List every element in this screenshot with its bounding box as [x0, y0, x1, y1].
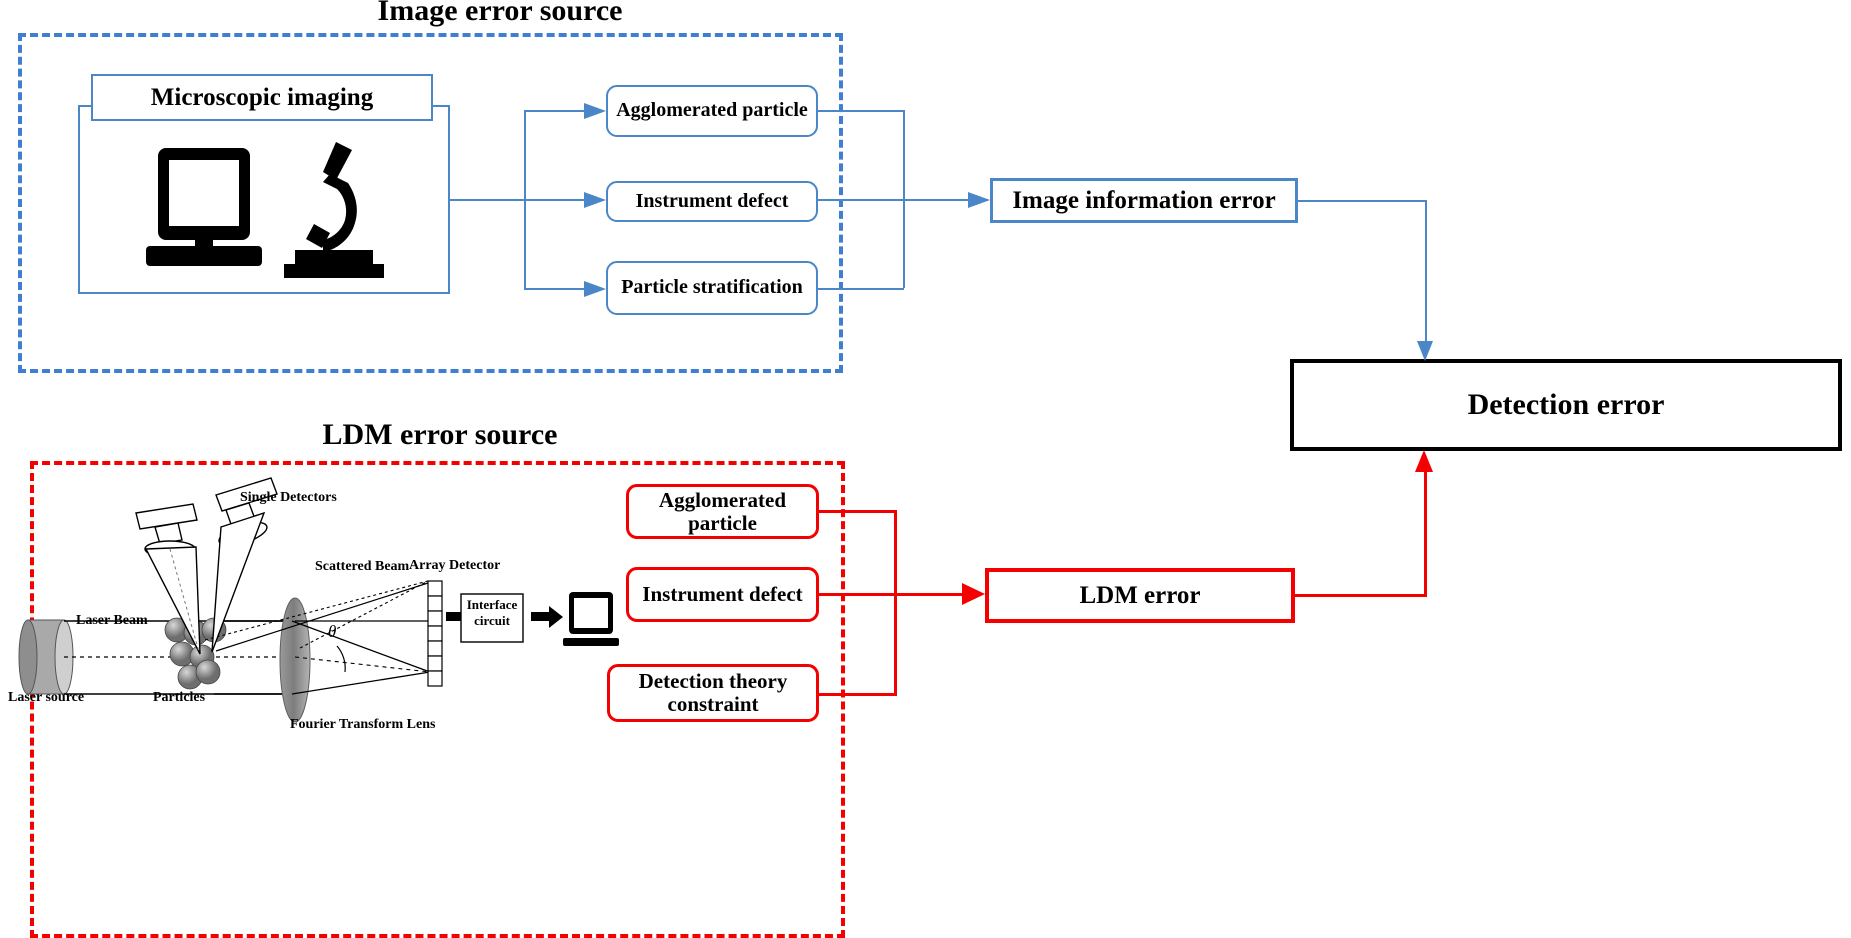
particles-label: Particles [153, 690, 206, 705]
image-error-source-container [18, 33, 843, 373]
ldm-error-to-detection-v [1424, 462, 1427, 594]
fan-branch-top [524, 110, 584, 112]
theta-angle-label: θ [328, 622, 337, 641]
microscopic-imaging-box[interactable]: Microscopic imaging [91, 74, 433, 121]
interface-circuit-label: Interface circuit [466, 597, 518, 629]
detection-error-box[interactable]: Detection error [1290, 359, 1842, 451]
ldm-merge-to-aggregate-line [819, 593, 976, 596]
image-merge-top-line [818, 110, 904, 112]
image-factor-agglomerated-particle[interactable]: Agglomerated particle [606, 85, 818, 137]
microscope-imaging-icon-group [146, 142, 384, 278]
image-merge-bottom-line [818, 288, 904, 290]
image-factor-instrument-defect[interactable]: Instrument defect [606, 181, 818, 222]
image-error-to-detection-v [1425, 200, 1427, 350]
image-merge-to-aggregate-line [818, 199, 988, 201]
single-detectors-label: Single Detectors [240, 490, 337, 505]
microscope-icon [284, 142, 384, 278]
fan-branch-bottom [524, 288, 584, 290]
fan-branch-mid [524, 199, 584, 201]
image-factor-particle-stratification[interactable]: Particle stratification [606, 261, 818, 315]
ldm-error-source-container [30, 461, 845, 938]
image-information-error-box[interactable]: Image information error [990, 178, 1298, 223]
laser-source-label: Laser source [8, 690, 85, 705]
imaging-to-fan-line [450, 199, 524, 201]
scattered-beam-label: Scattered Beam [315, 559, 410, 574]
ldm-error-box[interactable]: LDM error [985, 568, 1295, 623]
image-error-to-detection-h [1298, 200, 1427, 202]
ldm-merge-top-line [819, 510, 897, 513]
ldm-factor-agglomerated-particle[interactable]: Agglomerated particle [626, 484, 819, 539]
laptop-icon [146, 148, 262, 266]
array-detector-label: Array Detector [409, 558, 501, 573]
ldm-error-source-title: LDM error source [322, 418, 558, 451]
ldm-factor-detection-theory-constraint[interactable]: Detection theory constraint [607, 664, 819, 722]
ldm-error-to-detection-h [1295, 594, 1427, 597]
laser-beam-label: Laser Beam [76, 613, 148, 628]
ldm-factor-instrument-defect[interactable]: Instrument defect [626, 567, 819, 622]
ldm-merge-trunk-line [894, 510, 897, 696]
fourier-transform-lens-label: Fourier Transform Lens [290, 717, 436, 732]
ldm-merge-bottom-line [819, 693, 897, 696]
image-error-source-title: Image error source [377, 0, 623, 27]
